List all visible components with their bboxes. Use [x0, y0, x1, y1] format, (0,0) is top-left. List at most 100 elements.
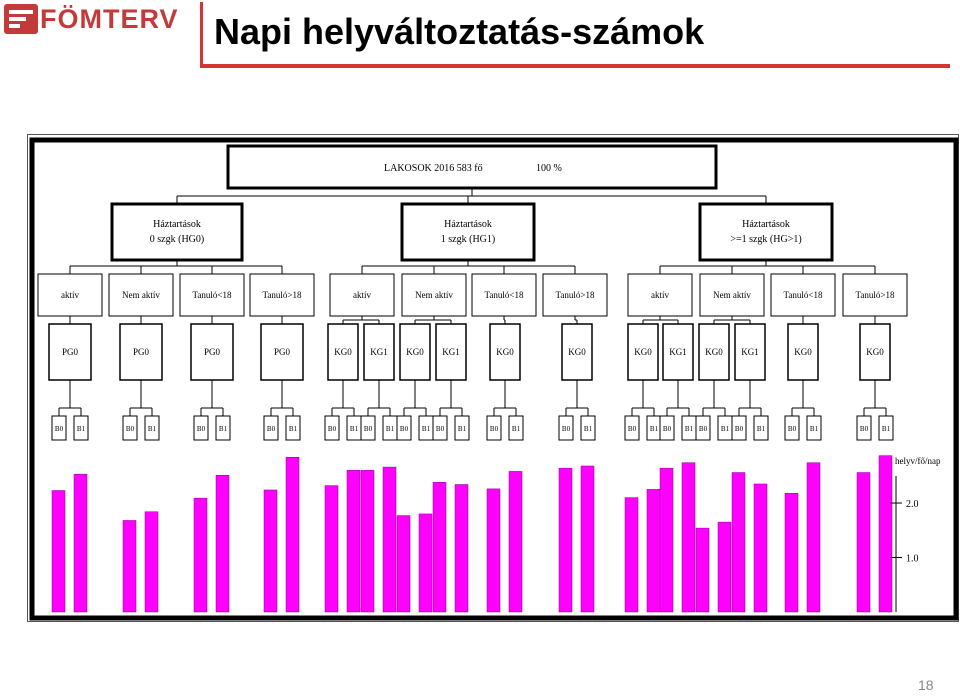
- node-label: KG0: [496, 347, 514, 357]
- bar: [681, 462, 696, 613]
- node-box: [190, 323, 234, 381]
- leaf-box: [558, 415, 574, 441]
- leaf-box: [695, 415, 711, 441]
- leaf-label: B0: [328, 425, 337, 433]
- leaf-box: [73, 415, 89, 441]
- leaf-box: [753, 415, 769, 441]
- bar: [432, 482, 447, 613]
- leaf-box: [193, 415, 209, 441]
- node-box: [787, 323, 819, 381]
- group-subtitle: 1 szgk (HG1): [441, 234, 495, 245]
- bar: [396, 515, 411, 613]
- leaf-box: [806, 415, 822, 441]
- node-box: [435, 323, 467, 381]
- bar: [558, 467, 573, 613]
- bar: [51, 490, 66, 613]
- leaf-box: [122, 415, 138, 441]
- category-box: [471, 273, 537, 317]
- bar: [215, 474, 230, 613]
- node-box: [662, 323, 694, 381]
- leaf-label: B1: [350, 425, 359, 433]
- group-title: Háztartások: [153, 219, 201, 230]
- bar: [731, 472, 746, 613]
- node-box: [859, 323, 891, 381]
- bar: [508, 471, 523, 613]
- group-box: Háztartások >=1 szgk (HG>1): [698, 202, 834, 262]
- leaf-label: B1: [584, 425, 593, 433]
- bar-series: [51, 455, 893, 613]
- leaf-box: [624, 415, 640, 441]
- bar: [717, 521, 732, 613]
- bar: [346, 470, 361, 613]
- leaf-box: [285, 415, 301, 441]
- leaf-label: B0: [55, 425, 64, 433]
- bar: [659, 467, 674, 613]
- leaf-box: [856, 415, 872, 441]
- node-box: [489, 323, 521, 381]
- leaf-label: B1: [77, 425, 86, 433]
- node-box: [734, 323, 766, 381]
- company-logo: FÖMTERV: [0, 0, 196, 40]
- category-label: Tanuló<18: [193, 290, 232, 300]
- leaf-box: [396, 415, 412, 441]
- leaf-label: B0: [197, 425, 206, 433]
- category-label: Nem aktív: [122, 290, 160, 300]
- axis-tick-label: 2.0: [906, 499, 919, 510]
- bar: [285, 457, 300, 613]
- bar: [646, 489, 661, 613]
- diagram-border: [29, 137, 959, 621]
- node-box: [627, 323, 659, 381]
- leaf-box: [324, 415, 340, 441]
- category-label: aktív: [353, 290, 371, 300]
- logo-text: FÖMTERV: [40, 4, 179, 34]
- node-box: [363, 323, 395, 381]
- bar: [382, 466, 397, 613]
- category-label: Tanuló>18: [263, 290, 302, 300]
- bar: [324, 485, 339, 613]
- leaf-label: B0: [860, 425, 869, 433]
- leaf-label: B1: [386, 425, 395, 433]
- leaf-label: B0: [562, 425, 571, 433]
- leaf-label: B0: [436, 425, 445, 433]
- category-box: [37, 273, 103, 317]
- leaf-label: B1: [422, 425, 431, 433]
- bar: [856, 472, 871, 613]
- bar: [806, 462, 821, 613]
- category-box: [542, 273, 608, 317]
- node-label: KG0: [794, 347, 812, 357]
- node-label: KG0: [634, 347, 652, 357]
- bar: [418, 513, 433, 613]
- group-subtitle: 0 szgk (HG0): [150, 234, 204, 245]
- leaf-label: B0: [628, 425, 637, 433]
- category-box: [401, 273, 467, 317]
- leaf-label: B1: [882, 425, 891, 433]
- node-label: PG0: [204, 347, 221, 357]
- leaf-label: B1: [650, 425, 659, 433]
- leaf-box: [215, 415, 231, 441]
- bar: [263, 489, 278, 613]
- bar: [73, 473, 88, 613]
- bar: [878, 455, 893, 613]
- leaf-box: [454, 415, 470, 441]
- leaf-label: B1: [289, 425, 298, 433]
- leaf-box: [878, 415, 894, 441]
- bar: [624, 497, 639, 613]
- node-label: PG0: [133, 347, 150, 357]
- node-label: KG1: [442, 347, 460, 357]
- leaf-label: B1: [757, 425, 766, 433]
- category-box: [249, 273, 315, 317]
- leaf-label: B0: [267, 425, 276, 433]
- node-label: PG0: [274, 347, 291, 357]
- bar: [122, 520, 137, 613]
- leaf-box: [784, 415, 800, 441]
- leaf-label: B1: [721, 425, 730, 433]
- category-label: Tanuló<18: [485, 290, 524, 300]
- category-label: Tanuló>18: [556, 290, 595, 300]
- leaf-label: B0: [126, 425, 135, 433]
- node-box: [698, 323, 730, 381]
- title-divider: [200, 2, 203, 66]
- leaf-box: [508, 415, 524, 441]
- category-box: [842, 273, 908, 317]
